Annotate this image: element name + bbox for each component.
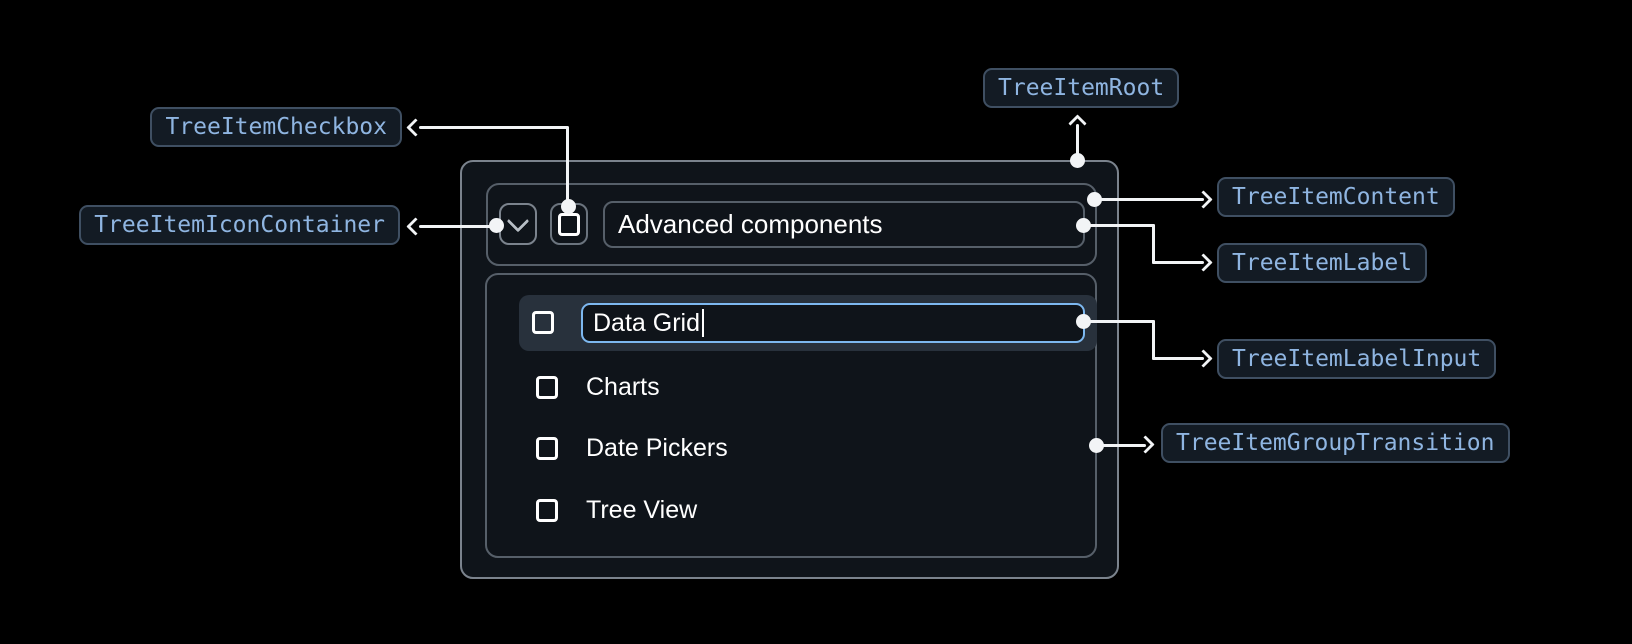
text-cursor <box>701 309 705 337</box>
connector-line <box>1152 224 1155 264</box>
annotation-tree-item-label-input: TreeItemLabelInput <box>1217 339 1497 379</box>
connector-line <box>1083 320 1155 323</box>
connector-line <box>1152 261 1204 264</box>
checkbox-unchecked-icon[interactable] <box>532 311 554 334</box>
tree-row-charts[interactable]: Charts <box>536 360 660 414</box>
annotation-tree-item-group-transition: TreeItemGroupTransition <box>1161 423 1510 463</box>
annotation-tree-item-checkbox: TreeItemCheckbox <box>150 107 402 147</box>
connector-line <box>1094 198 1204 201</box>
tree-row-label: Date Pickers <box>586 433 728 462</box>
annotation-tree-item-root: TreeItemRoot <box>983 68 1180 108</box>
connector-line <box>419 224 496 228</box>
connector-line <box>1096 443 1146 447</box>
tree-item-label-input[interactable]: Data Grid <box>581 303 1085 343</box>
annotation-tree-item-content: TreeItemContent <box>1217 177 1455 217</box>
parent-label-text: Advanced components <box>618 209 883 239</box>
annotation-tree-item-icon-container: TreeItemIconContainer <box>79 205 400 245</box>
connector-line <box>1083 224 1155 227</box>
connector-line <box>1076 124 1079 161</box>
tree-row-label: Charts <box>586 372 660 401</box>
connector-line <box>565 126 569 202</box>
arrowhead-right-icon <box>1194 253 1213 272</box>
connector-dot <box>1070 153 1085 168</box>
connector-line <box>419 125 568 129</box>
checkbox-unchecked-icon[interactable] <box>536 375 558 399</box>
tree-item-label[interactable]: Advanced components <box>603 201 1085 248</box>
checkbox-unchecked-icon <box>558 212 580 236</box>
connector-dot <box>561 199 576 214</box>
tree-item-group-transition: Data Grid Charts Date Pickers Tree View <box>485 273 1097 558</box>
checkbox-unchecked-icon[interactable] <box>536 436 558 460</box>
tree-row-tree-view[interactable]: Tree View <box>536 483 697 537</box>
arrowhead-right-icon <box>1194 190 1213 209</box>
tree-item-content[interactable]: Advanced components <box>486 183 1097 266</box>
annotation-tree-item-label: TreeItemLabel <box>1217 243 1428 283</box>
label-input-value: Data Grid <box>593 308 700 337</box>
connector-line <box>1152 357 1204 360</box>
connector-line <box>1152 320 1155 360</box>
arrowhead-right-icon <box>1194 349 1213 368</box>
arrowhead-right-icon <box>1136 435 1155 454</box>
chevron-down-icon <box>506 209 530 233</box>
connector-dot <box>489 218 504 233</box>
tree-item-icon-container[interactable] <box>499 203 537 245</box>
tree-row-data-grid[interactable]: Data Grid <box>519 295 1097 351</box>
checkbox-unchecked-icon[interactable] <box>536 498 558 522</box>
tree-item-root: Advanced components Data Grid Charts Dat… <box>460 160 1119 579</box>
tree-row-label: Tree View <box>586 495 698 524</box>
tree-row-date-pickers[interactable]: Date Pickers <box>536 421 728 475</box>
